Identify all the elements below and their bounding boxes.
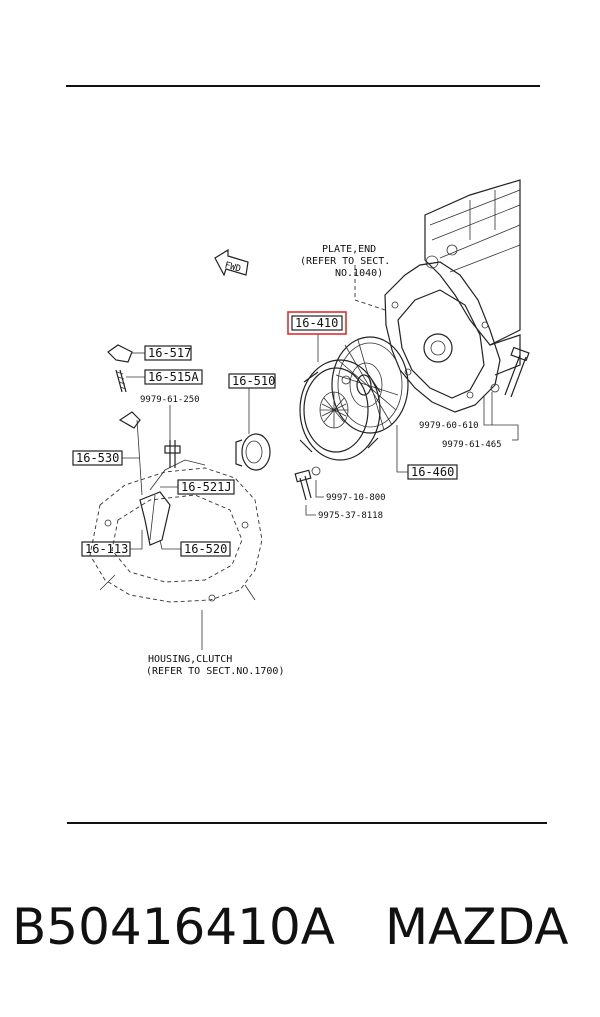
plate-end-line3: NO.1040) <box>335 268 383 279</box>
housing-clutch-note: HOUSING,CLUTCH (REFER TO SECT.NO.1700) <box>146 654 284 677</box>
pressure-plate-drawing <box>299 359 381 461</box>
part-label: 16-510 <box>232 374 275 388</box>
part-label: 16-517 <box>148 346 191 360</box>
release-bearing-drawing <box>235 398 271 471</box>
part-label: 16-521J <box>181 480 232 494</box>
clutch-housing-drawing <box>89 459 263 603</box>
housing-clutch-line2: (REFER TO SECT.NO.1700) <box>146 666 284 677</box>
end-plate-bolt-drawing <box>490 346 530 440</box>
part-box-16-520: 16-520 <box>180 541 231 557</box>
top-rule <box>66 85 540 87</box>
part-box-16-530: 16-530 <box>72 450 123 466</box>
part-box-16-521j: 16-521J <box>177 479 235 495</box>
part-box-16-515a: 16-515A <box>144 369 203 385</box>
clutch-disc-drawing <box>331 336 409 434</box>
footer-part-number: B50416410A <box>12 898 335 956</box>
part-number-9979-61-465: 9979-61-465 <box>442 440 502 450</box>
leader-lines <box>122 334 518 650</box>
plate-end-note: PLATE,END (REFER TO SECT. NO.1040) <box>300 244 390 279</box>
engine-block-drawing <box>424 179 521 376</box>
part-label: 16-113 <box>85 542 128 556</box>
part-number-9979-60-610: 9979-60-610 <box>419 421 479 431</box>
part-box-16-410: 16-410 <box>287 311 347 335</box>
part-label: 16-530 <box>76 451 119 465</box>
end-plate-drawing <box>354 261 501 413</box>
housing-clutch-line1: HOUSING,CLUTCH <box>148 654 232 665</box>
part-label: 16-520 <box>184 542 227 556</box>
fwd-label: FWD <box>223 261 241 275</box>
bottom-rule <box>67 822 547 824</box>
part-label: 16-515A <box>148 370 199 384</box>
pivot-stud-drawing <box>164 440 321 501</box>
fwd-arrow: FWD <box>214 248 249 277</box>
part-box-16-460: 16-460 <box>407 464 458 480</box>
part-label: 16-460 <box>411 465 454 479</box>
clutch-exploded-diagram: FWD <box>72 179 530 677</box>
plate-end-line1: PLATE,END <box>322 244 376 255</box>
plate-end-line2: (REFER TO SECT. <box>300 256 390 267</box>
part-number-9975-37-8118: 9975-37-8118 <box>318 511 383 521</box>
part-box-16-517: 16-517 <box>144 345 192 361</box>
part-label: 16-410 <box>295 316 338 330</box>
part-box-16-113: 16-113 <box>81 541 131 557</box>
release-fork-drawing <box>107 344 171 546</box>
footer-caption: B50416410A MAZDA <box>0 898 600 978</box>
footer-brand: MAZDA <box>385 898 569 956</box>
part-box-16-510: 16-510 <box>228 373 276 389</box>
part-number-9979-61-250: 9979-61-250 <box>140 395 200 405</box>
part-number-9997-10-800: 9997-10-800 <box>326 493 386 503</box>
